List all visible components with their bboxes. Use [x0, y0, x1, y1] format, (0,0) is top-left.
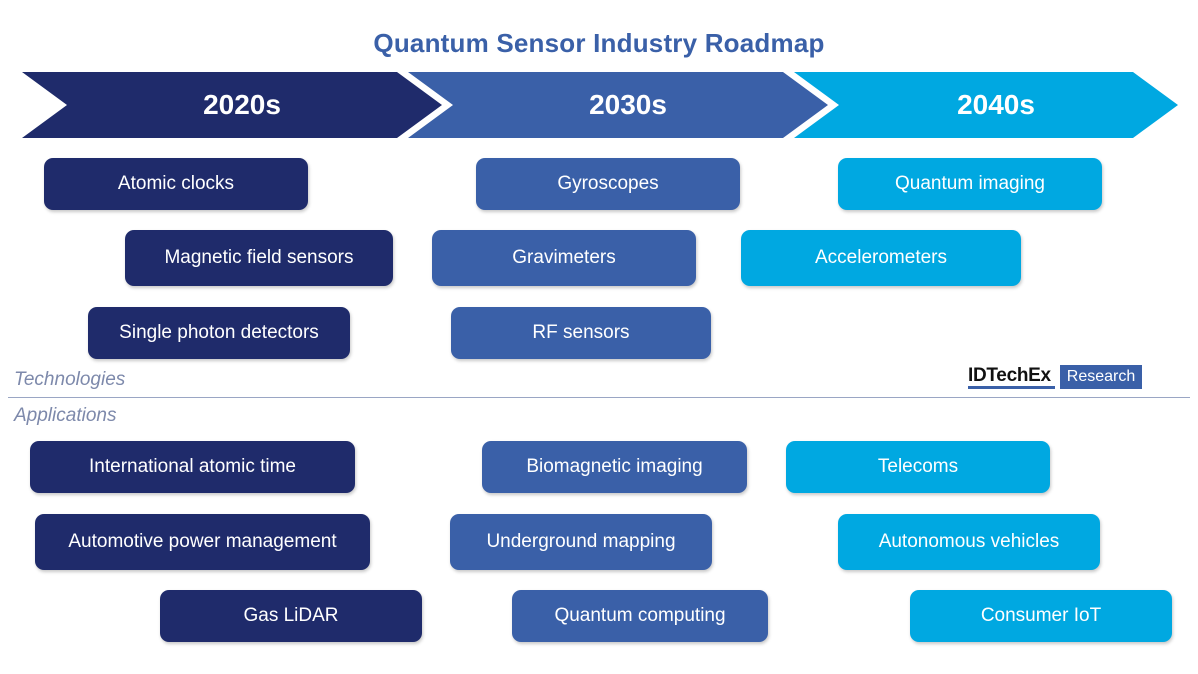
technology-pill: Atomic clocks	[44, 158, 308, 210]
application-pill: International atomic time	[30, 441, 355, 493]
application-pill: Quantum computing	[512, 590, 768, 642]
section-label-applications: Applications	[14, 405, 117, 426]
application-pill: Autonomous vehicles	[838, 514, 1100, 570]
technology-pill: RF sensors	[451, 307, 711, 359]
technology-pill: Magnetic field sensors	[125, 230, 393, 286]
era-label: 2020s	[203, 89, 281, 120]
technology-pill: Accelerometers	[741, 230, 1021, 286]
era-label: 2030s	[589, 89, 667, 120]
era-label: 2040s	[957, 89, 1035, 120]
timeline-era-2030s: 2030s	[408, 72, 828, 138]
technology-pill: Single photon detectors	[88, 307, 350, 359]
technology-pill: Gyroscopes	[476, 158, 740, 210]
application-pill: Biomagnetic imaging	[482, 441, 747, 493]
section-label-technologies: Technologies	[14, 369, 126, 390]
application-pill: Consumer IoT	[910, 590, 1172, 642]
idtechex-logo: IDTechEx Research	[968, 365, 1143, 389]
logo-wordmark: IDTechEx	[968, 365, 1055, 389]
page-title: Quantum Sensor Industry Roadmap	[373, 28, 825, 58]
technology-pill: Gravimeters	[432, 230, 696, 286]
technology-pill: Quantum imaging	[838, 158, 1102, 210]
application-pill: Telecoms	[786, 441, 1050, 493]
timeline-era-2040s: 2040s	[794, 72, 1178, 138]
section-divider	[8, 397, 1190, 398]
logo-research-badge: Research	[1059, 365, 1143, 389]
timeline-banner: 2020s 2030s 2040s	[22, 72, 1178, 138]
application-pill: Underground mapping	[450, 514, 712, 570]
timeline-era-2020s: 2020s	[22, 72, 442, 138]
application-pill: Automotive power management	[35, 514, 370, 570]
application-pill: Gas LiDAR	[160, 590, 422, 642]
